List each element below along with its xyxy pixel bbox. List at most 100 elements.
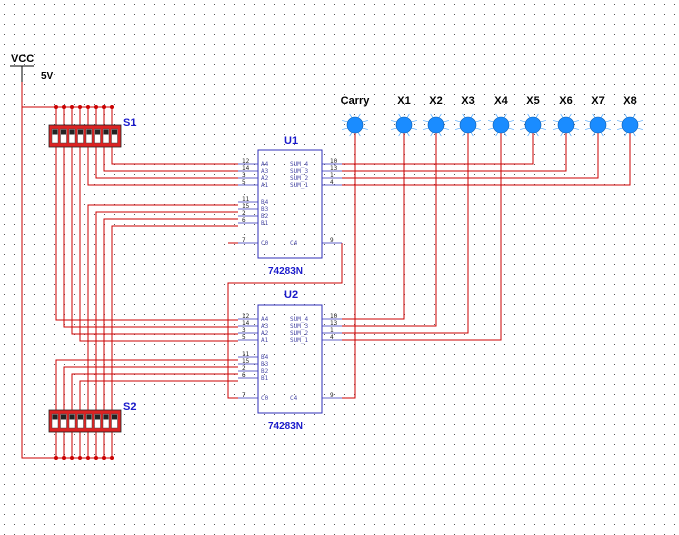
switch-key[interactable] [102,413,110,429]
chip-u1-part: 74283N [268,266,303,277]
probe-ray [398,132,402,137]
switch-key[interactable] [51,413,59,429]
vcc-source[interactable]: VCC 5V [10,53,54,82]
switch-key-knob [103,129,109,135]
probe-lamp [427,116,445,134]
probe-ray [362,120,369,123]
pin-number: 1 [330,327,334,334]
switch-key[interactable] [68,413,76,429]
probe-ray [503,132,507,137]
switch-key-knob [95,414,100,420]
probe-ray [487,127,494,130]
probe-ray [568,113,572,118]
probe-ray [552,127,559,130]
probe-ray [605,120,612,123]
probe-ray [406,132,410,137]
pin-number: 6 [242,372,246,379]
u1-sum4-to-x5 [342,133,534,165]
probe-ray [560,132,564,137]
probe-label: X1 [397,95,410,107]
switch-key-knob [52,414,58,420]
pin-number: 10 [330,158,338,165]
dip-switch-s1[interactable]: S1 [48,117,136,148]
pin-number: 2 [242,210,246,217]
switch-key[interactable] [94,413,101,429]
switch-key[interactable] [77,128,84,144]
pin-number: 9 [330,392,334,399]
switch-key[interactable] [102,128,110,144]
switch-key[interactable] [94,128,101,144]
switch-key[interactable] [60,128,67,144]
probe-lamp [459,116,477,134]
pin-number: 12 [242,313,250,320]
pin-number: 4 [330,334,334,341]
probe-x8[interactable]: X8 [616,95,644,137]
probe-ray [422,127,429,130]
dip-switch-s2[interactable]: S2 [48,401,136,433]
probe-ray [470,113,474,118]
pin-name: SUM_2 [290,330,308,337]
probe-lamp [346,116,364,134]
chip-u1-id: U1 [284,135,298,147]
junction-dot [62,456,66,460]
s1-to-u1-a [103,147,238,172]
switch-key-knob [86,414,92,420]
pin-name: A1 [261,182,269,189]
probe-x6[interactable]: X6 [552,95,580,137]
pin-name: A4 [261,316,269,323]
switch-key[interactable] [51,128,59,144]
probe-x3[interactable]: X3 [454,95,482,137]
probe-label: X5 [526,95,539,107]
switch-key[interactable] [111,413,118,429]
switch-s1-label: S1 [123,117,136,129]
junction-dot [94,105,98,109]
probe-x1[interactable]: X1 [390,95,418,137]
pin-number: 13 [330,165,338,172]
s2-to-u1-b [95,211,238,410]
vcc-label: VCC [11,53,34,65]
probe-ray [540,127,547,130]
u2-sum1-to-x4 [342,133,502,341]
switch-key[interactable] [77,413,84,429]
probe-x5[interactable]: X5 [519,95,547,137]
probe-lamp [589,116,607,134]
probe-label: X4 [494,95,508,107]
probe-ray [362,127,369,130]
s1-to-u2-a [55,147,238,321]
probe-ray [341,127,348,130]
probe-ray [349,113,353,118]
probe-ray [422,120,429,123]
switch-s2-label: S2 [123,401,136,413]
pin-name: A2 [261,175,269,182]
u2-sum4-to-x1 [342,133,405,320]
probe-ray [508,127,515,130]
pin-number: 7 [242,392,246,399]
probe-ray [411,127,418,130]
junction-dot [94,456,98,460]
switch-key[interactable] [60,413,67,429]
probe-ray [487,120,494,123]
s2-to-u2-b [63,366,238,410]
wire-layer [21,82,631,460]
probe-ray [349,132,353,137]
pin-number: 11 [242,351,250,358]
probe-carry[interactable]: Carry [341,95,371,137]
junction-dot [54,105,58,109]
probe-x7[interactable]: X7 [584,95,612,137]
switch-key[interactable] [85,413,93,429]
switch-key-knob [95,129,100,135]
junction-dot [78,105,82,109]
switch-key[interactable] [85,128,93,144]
probe-ray [600,132,604,137]
probe-x2[interactable]: X2 [422,95,450,137]
pin-name: SUM_4 [290,161,308,168]
switch-key[interactable] [68,128,76,144]
switch-key[interactable] [111,128,118,144]
probe-x4[interactable]: X4 [487,95,515,137]
s2-to-u1-b [103,218,238,410]
junction-dot [86,456,90,460]
pin-name: SUM_2 [290,175,308,182]
